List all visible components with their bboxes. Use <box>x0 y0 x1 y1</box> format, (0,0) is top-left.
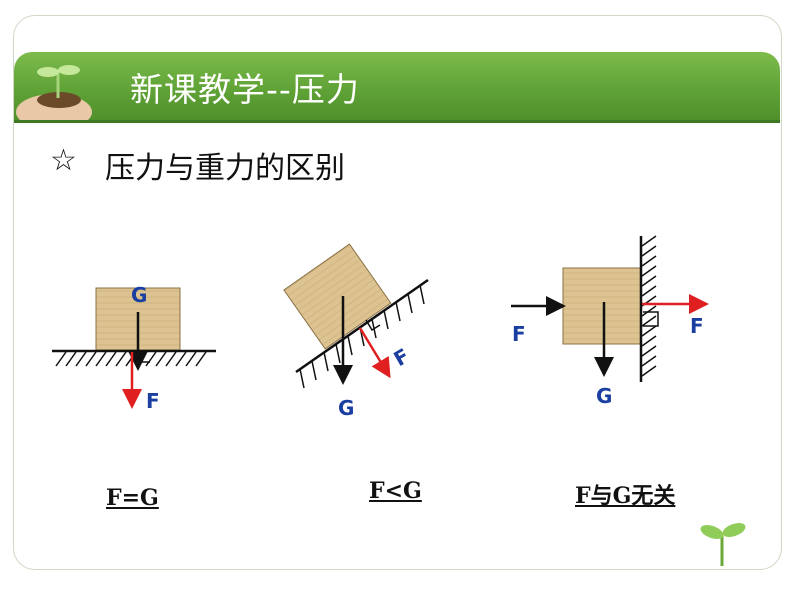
banner-underline <box>14 120 780 123</box>
wall-diagram: F G F <box>511 235 709 408</box>
page-title: 新课教学--压力 <box>130 70 360 109</box>
block <box>283 243 392 350</box>
right-angle-mark <box>365 319 381 332</box>
caption-flat: F=G <box>106 485 159 511</box>
seedling-hand-icon <box>16 65 92 122</box>
force-label: F <box>146 389 160 413</box>
right-angle-mark <box>643 311 659 327</box>
gravity-label: G <box>596 384 612 408</box>
section-heading-text: 压力与重力的区别 <box>105 151 345 186</box>
gravity-label: G <box>131 283 147 307</box>
gravity-label: G <box>338 396 354 420</box>
incline-hatching <box>299 284 425 389</box>
force-label: F <box>389 343 413 371</box>
caption-incline: F<G <box>369 478 422 504</box>
star-icon: ☆ <box>50 143 77 178</box>
incline-surface <box>295 278 429 374</box>
incline-diagram: G F <box>283 243 429 420</box>
caption-wall: F与G无关 <box>575 483 676 509</box>
push-label: F <box>512 322 526 346</box>
pressure-arrow <box>358 327 391 379</box>
block <box>562 267 642 345</box>
wall-hatching <box>641 235 657 377</box>
flat-ground-diagram: G F <box>52 283 216 413</box>
title-banner <box>14 52 780 122</box>
right-angle-mark <box>139 353 150 363</box>
force-label: F <box>690 314 704 338</box>
sprout-decoration <box>700 523 746 566</box>
